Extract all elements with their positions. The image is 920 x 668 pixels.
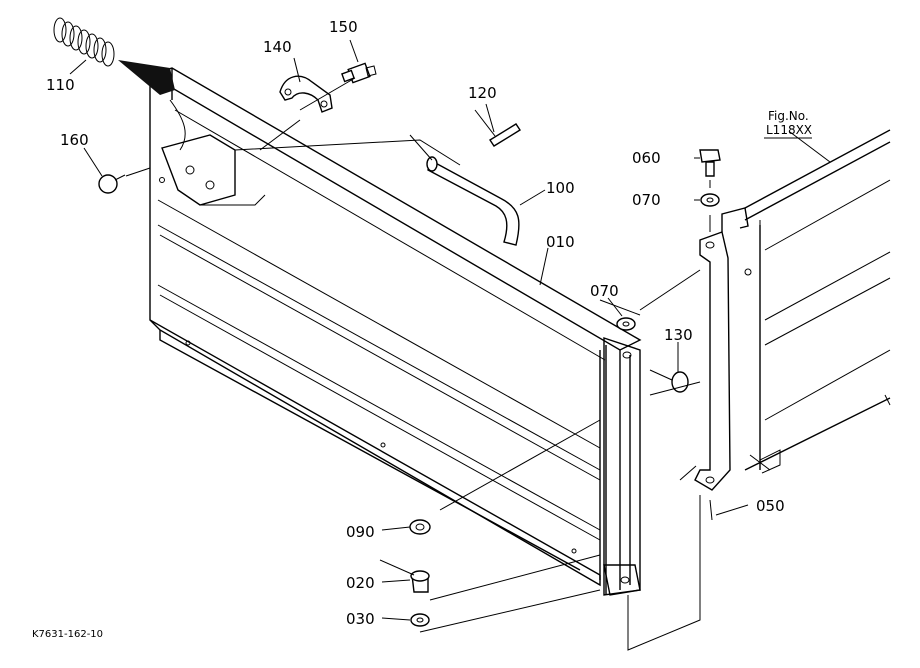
- washer-030-part: [410, 613, 430, 627]
- part-number-130: 130: [664, 326, 693, 344]
- bolt-060-part: [699, 149, 721, 177]
- fig-no-value: L118XX: [766, 123, 812, 137]
- part-number-090: 090: [346, 523, 375, 541]
- handle-part: [409, 134, 520, 246]
- part-number-020: 020: [346, 574, 375, 592]
- hinge-post: [603, 337, 641, 596]
- leader-lines: [125, 77, 713, 651]
- callout-leaders: [69, 39, 831, 621]
- drawing-code: K7631-162-10: [32, 629, 103, 640]
- bolt-part: [341, 62, 377, 84]
- tailgate-panel: [148, 67, 642, 595]
- bracket-050: [694, 207, 752, 491]
- figure-reference: Fig.No. L118XX: [764, 109, 812, 139]
- part-number-070-lower: 070: [590, 282, 619, 300]
- part-number-010: 010: [546, 233, 575, 251]
- part-number-160: 160: [60, 131, 89, 149]
- washer-upper: [700, 193, 720, 207]
- fig-no-label: Fig.No.: [768, 109, 809, 123]
- knob-130-part: [649, 369, 689, 393]
- washer-lower: [616, 317, 636, 331]
- pin-part: [474, 109, 521, 147]
- part-number-140: 140: [263, 38, 292, 56]
- part-number-110: 110: [46, 76, 75, 94]
- part-number-100: 100: [546, 179, 575, 197]
- part-labels: 110 140 150 120 160 100 010 060 070 070 …: [46, 18, 785, 628]
- truck-bed-frame: [744, 129, 891, 474]
- part-number-030: 030: [346, 610, 375, 628]
- clip-part: [279, 75, 333, 113]
- pin-020-part: [410, 570, 430, 593]
- part-number-120: 120: [468, 84, 497, 102]
- part-number-070-upper: 070: [632, 191, 661, 209]
- part-number-050: 050: [756, 497, 785, 515]
- latch-plate: [161, 99, 266, 206]
- part-number-150: 150: [329, 18, 358, 36]
- knob-part: [98, 174, 126, 194]
- collar-part: [409, 519, 431, 535]
- spring-part: [53, 17, 175, 95]
- part-number-060: 060: [632, 149, 661, 167]
